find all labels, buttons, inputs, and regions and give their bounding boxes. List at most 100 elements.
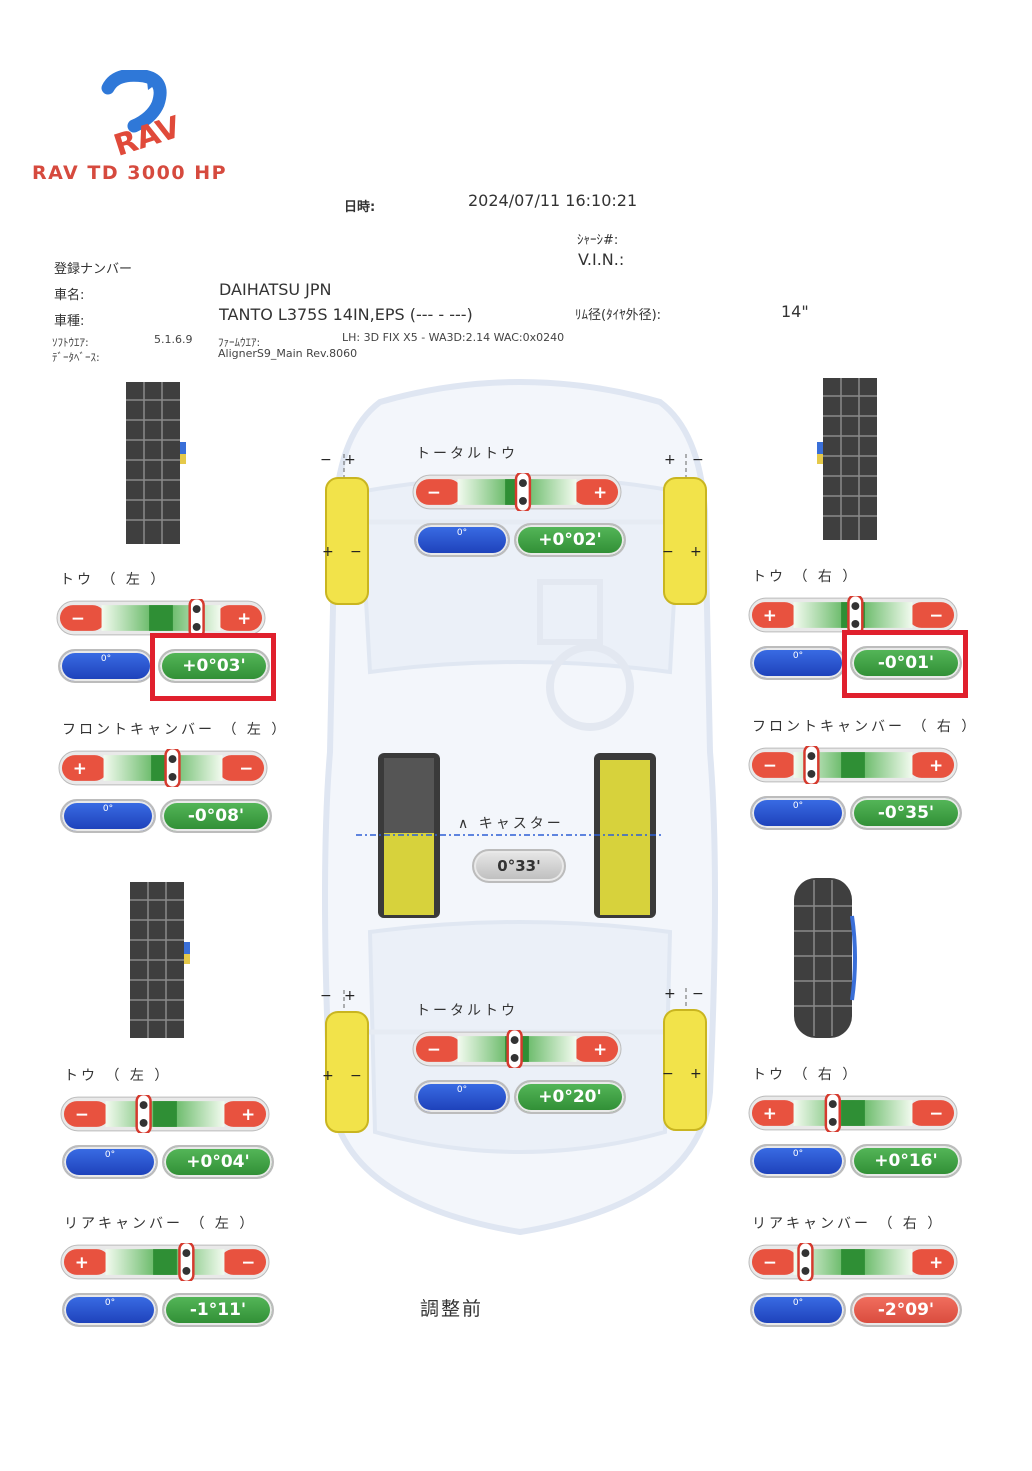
tyre-front-left-icon (126, 382, 186, 544)
svg-text:+: + (344, 988, 356, 1004)
measurement-rear-toe-left: トウ （ 左 ） −+ 0° +0°04' (60, 1065, 290, 1185)
database-value: AlignerS9_Main Rev.8060 (218, 347, 358, 360)
svg-text:−: − (350, 544, 362, 560)
rim-label: ﾘﾑ径(ﾀｲﾔ外径): (575, 308, 662, 323)
gauge-right-sign: + (929, 755, 943, 775)
gauge-pointer (824, 1094, 841, 1132)
measurement-value: -2°09' (850, 1293, 962, 1327)
zero-reference-pill: 0° (750, 1144, 846, 1178)
measurement-front-toe-right: トウ （ 右 ）+−0°-0°01' (748, 566, 978, 698)
toe-wheel-front-left-icon: −++− (320, 452, 369, 605)
measurement-rear-total-toe: トータルトウ −+ 0° +0°20' (412, 1000, 642, 1120)
measurement-value: -1°11' (162, 1293, 274, 1327)
zero-label: 0° (100, 654, 112, 664)
range-gauge: +− (748, 1094, 958, 1132)
measurement-title: トータルトウ (416, 1003, 518, 1019)
model-value: TANTO L375S 14IN,EPS (--- - ---) (219, 305, 473, 324)
zero-label: 0° (104, 1298, 116, 1308)
gauge-pointer (506, 1030, 523, 1068)
zero-reference-pill: 0° (60, 799, 156, 833)
gauge-right-sign: − (929, 1103, 943, 1123)
measurement-title: フロントキャンバー （ 右 ） (752, 719, 979, 735)
range-gauge: −+ (412, 473, 622, 511)
vin-label: V.I.N.: (578, 250, 625, 269)
gauge-right-sign: − (241, 1252, 255, 1272)
measurement-rear-camber-right: リアキャンバー （ 右 ） −+ 0° -2°09' (748, 1213, 978, 1333)
database-label: ﾃﾞｰﾀﾍﾞｰｽ: (52, 351, 100, 364)
model-label: 車種: (54, 314, 85, 329)
measurement-rear-toe-right: トウ （ 右 ）+−0°+0°16' (748, 1064, 978, 1184)
gauge-right-sign: + (593, 482, 607, 502)
svg-text:+: + (322, 1068, 334, 1084)
zero-reference-pill: 0° (62, 1293, 158, 1327)
range-gauge: +− (58, 749, 268, 787)
zero-label: 0° (792, 1149, 804, 1159)
caster-title-text: キャスター (478, 816, 564, 832)
gauge-right-sign: + (929, 1252, 943, 1272)
datetime-label: 日時: (344, 200, 376, 215)
zero-label: 0° (456, 1085, 468, 1095)
measurement-value: -0°01' (850, 646, 962, 680)
caster-value: 0°33' (472, 849, 566, 883)
make-label: 車名: (54, 288, 85, 303)
tyre-rear-right-icon (794, 878, 857, 1038)
zero-reference-pill: 0° (750, 796, 846, 830)
datetime-value: 2024/07/11 16:10:21 (468, 191, 638, 210)
zero-label: 0° (792, 1298, 804, 1308)
svg-text:−: − (350, 1068, 362, 1084)
range-gauge: −+ (60, 1095, 270, 1133)
gauge-pointer (514, 473, 532, 511)
zero-reference-pill: 0° (414, 1080, 510, 1114)
measurement-value: +0°04' (162, 1145, 274, 1179)
measurement-title: リアキャンバー （ 左 ） (64, 1216, 257, 1232)
gauge-right-sign: + (241, 1104, 255, 1124)
caster-title: ∧ キャスター (458, 816, 564, 832)
zero-label: 0° (792, 651, 804, 661)
firmware-label: ﾌｧｰﾑｳｴｱ: (218, 336, 261, 349)
range-gauge: −+ (748, 1243, 958, 1281)
gauge-left-sign: + (763, 1103, 777, 1123)
adjustment-status: 調整前 (420, 1298, 484, 1320)
caster-diagram (356, 753, 662, 918)
measurement-value: +0°03' (158, 649, 270, 683)
svg-text:+: + (664, 986, 676, 1002)
measurement-title: リアキャンバー （ 右 ） (752, 1216, 945, 1232)
toe-wheel-rear-right-icon: +−−+ (662, 986, 707, 1131)
range-gauge: −+ (56, 599, 266, 637)
gauge-pointer (797, 1243, 814, 1281)
toe-wheel-rear-left-icon: −++− (320, 988, 369, 1133)
gauge-left-sign: − (763, 755, 777, 775)
zero-reference-pill: 0° (750, 1293, 846, 1327)
svg-text:+: + (664, 452, 676, 468)
brand-name: RAV TD 3000 HP (32, 162, 228, 184)
zero-reference-pill: 0° (58, 649, 154, 683)
rim-value: 14" (781, 302, 809, 321)
measurement-title: トウ （ 左 ） (64, 1068, 172, 1084)
svg-text:+: + (344, 452, 356, 468)
measurement-title: トウ （ 右 ） (752, 1067, 860, 1083)
highlight-box (150, 633, 276, 701)
range-gauge: −+ (412, 1030, 622, 1068)
highlight-box (842, 630, 968, 698)
zero-reference-pill: 0° (414, 523, 510, 557)
chassis-label: ｼｬｰｼ#: (577, 233, 619, 248)
toe-wheel-front-right-icon: +−−+ (662, 452, 707, 605)
measurement-title: トウ （ 左 ） (60, 572, 168, 588)
measurement-front-camber-right: フロントキャンバー （ 右 ） − +0° -0°35' (748, 716, 978, 836)
measurement-rear-camber-left: リアキャンバー （ 左 ）+−0°-1°11' (60, 1213, 290, 1333)
svg-text:+: + (690, 1066, 702, 1082)
gauge-pointer (847, 596, 864, 634)
measurement-value: -0°35' (850, 796, 962, 830)
gauge-pointer (135, 1095, 152, 1133)
gauge-pointer (803, 746, 820, 784)
measurement-value: +0°02' (514, 523, 626, 557)
rav-logo-icon: RAV (101, 70, 186, 160)
zero-label: 0° (102, 804, 114, 814)
zero-label: 0° (792, 801, 804, 811)
zero-label: 0° (104, 1150, 116, 1160)
registration-label: 登録ナンバー (54, 262, 133, 277)
svg-text:−: − (662, 1066, 674, 1082)
svg-text:−: − (320, 988, 332, 1004)
measurement-value: +0°20' (514, 1080, 626, 1114)
tyre-front-right-icon (817, 378, 877, 540)
